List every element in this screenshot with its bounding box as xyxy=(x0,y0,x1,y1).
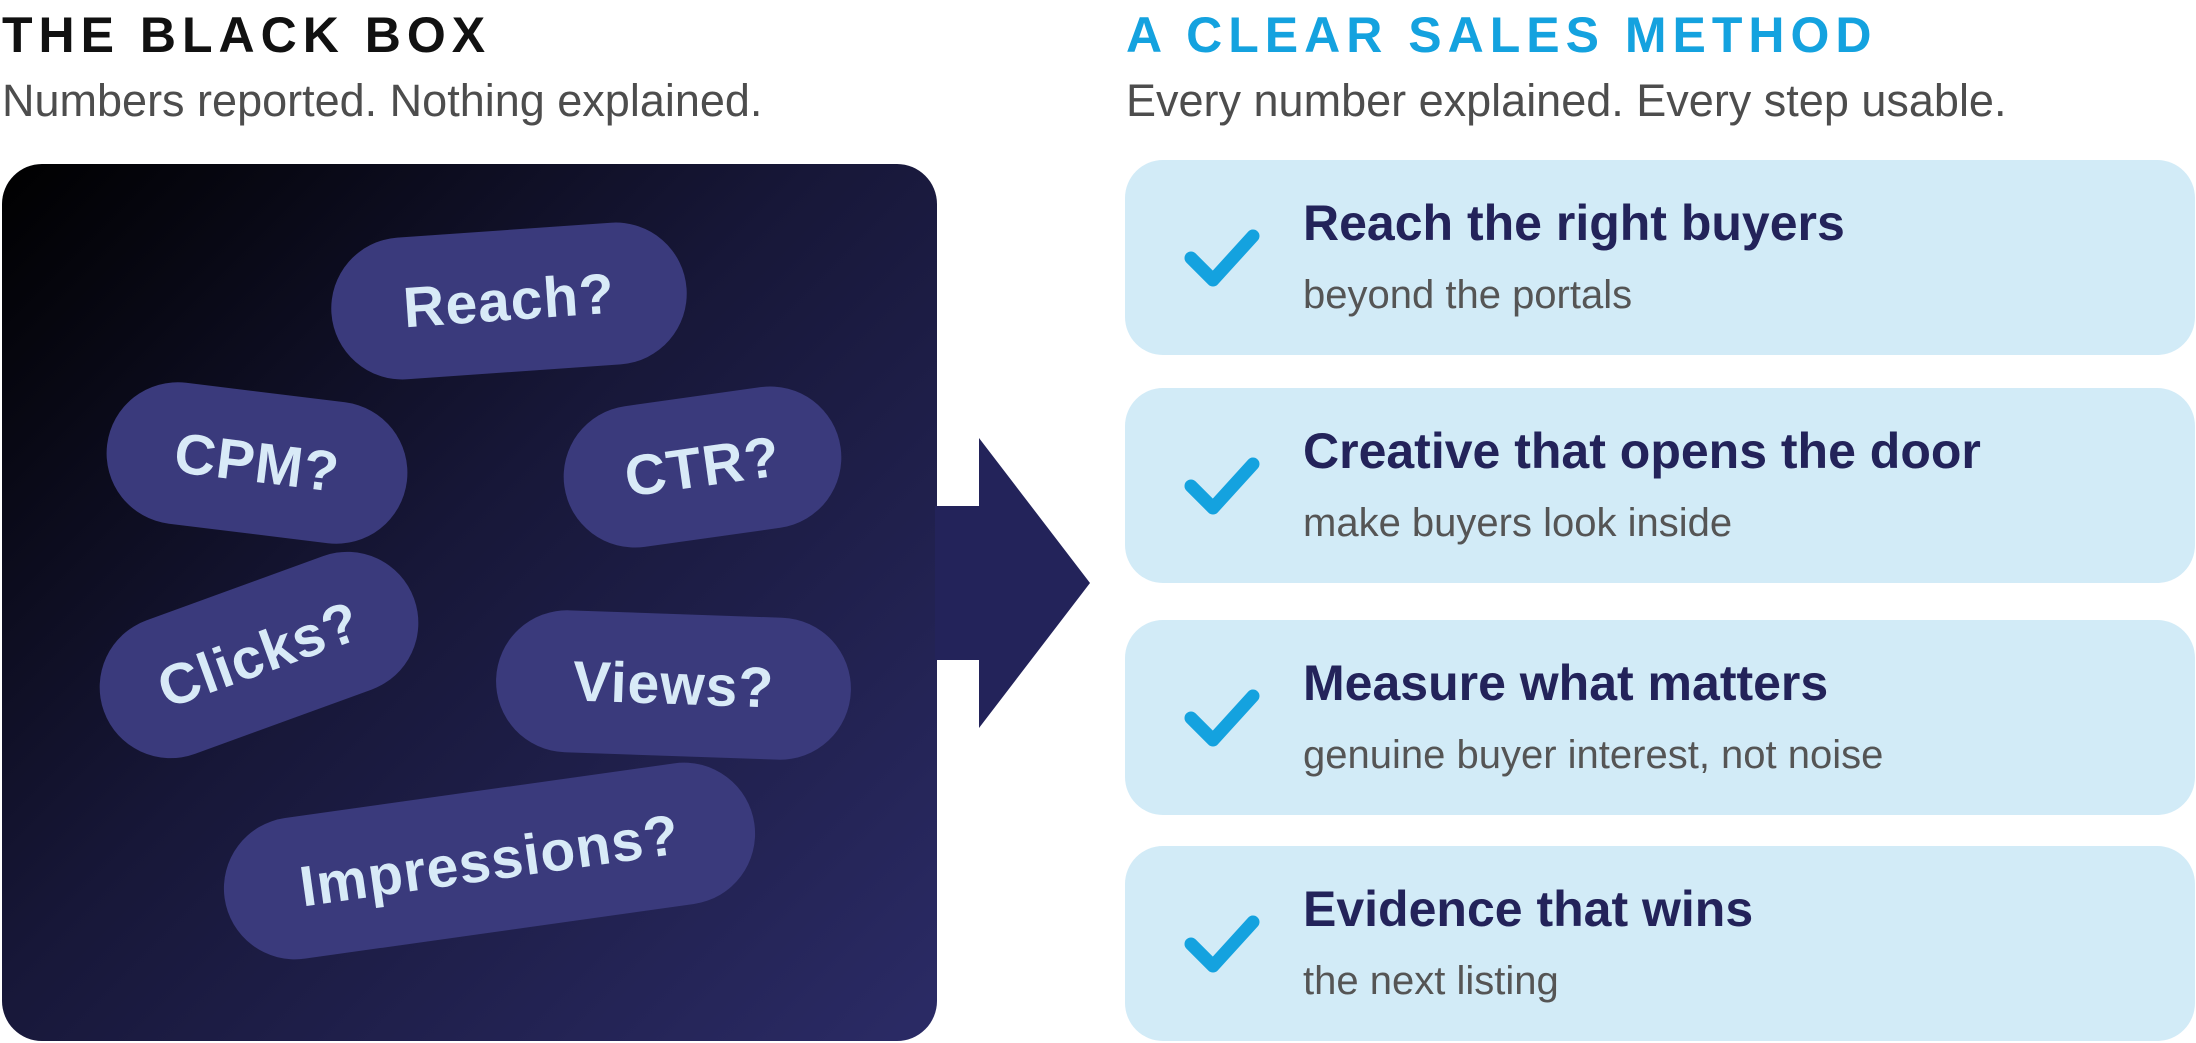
step-card-evidence: Evidence that wins the next listing xyxy=(1125,846,2195,1041)
step-title: Measure what matters xyxy=(1303,655,1829,711)
metric-pill-reach: Reach? xyxy=(326,217,692,385)
step-card-reach: Reach the right buyers beyond the portal… xyxy=(1125,160,2195,355)
step-title: Reach the right buyers xyxy=(1303,195,1845,251)
arrow-right-icon xyxy=(935,438,1090,728)
metric-pill-views: Views? xyxy=(493,607,854,763)
step-subtitle: make buyers look inside xyxy=(1303,501,1733,545)
metric-pill-cpm: CPM? xyxy=(98,374,416,552)
sales-method-heading: A CLEAR SALES METHOD xyxy=(1126,7,1878,63)
step-card-measure: Measure what matters genuine buyer inter… xyxy=(1125,620,2195,815)
metric-pill-clicks: Clicks? xyxy=(79,531,439,779)
step-title: Creative that opens the door xyxy=(1303,423,1981,479)
metric-pill-ctr: CTR? xyxy=(554,377,851,557)
check-icon xyxy=(1184,915,1260,973)
step-subtitle: the next listing xyxy=(1303,959,1559,1003)
step-subtitle: beyond the portals xyxy=(1303,273,1633,317)
check-icon xyxy=(1184,457,1260,515)
black-box-panel: Reach? CPM? CTR? Clicks? Views? Impressi… xyxy=(2,164,937,1041)
step-subtitle: genuine buyer interest, not noise xyxy=(1303,733,1884,777)
step-card-creative: Creative that opens the door make buyers… xyxy=(1125,388,2195,583)
metric-pill-impressions: Impressions? xyxy=(214,753,765,969)
sales-method-subheading: Every number explained. Every step usabl… xyxy=(1126,75,2007,126)
check-icon xyxy=(1184,689,1260,747)
black-box-subheading: Numbers reported. Nothing explained. xyxy=(2,75,763,126)
black-box-heading: THE BLACK BOX xyxy=(2,7,492,63)
step-title: Evidence that wins xyxy=(1303,881,1754,937)
check-icon xyxy=(1184,229,1260,287)
